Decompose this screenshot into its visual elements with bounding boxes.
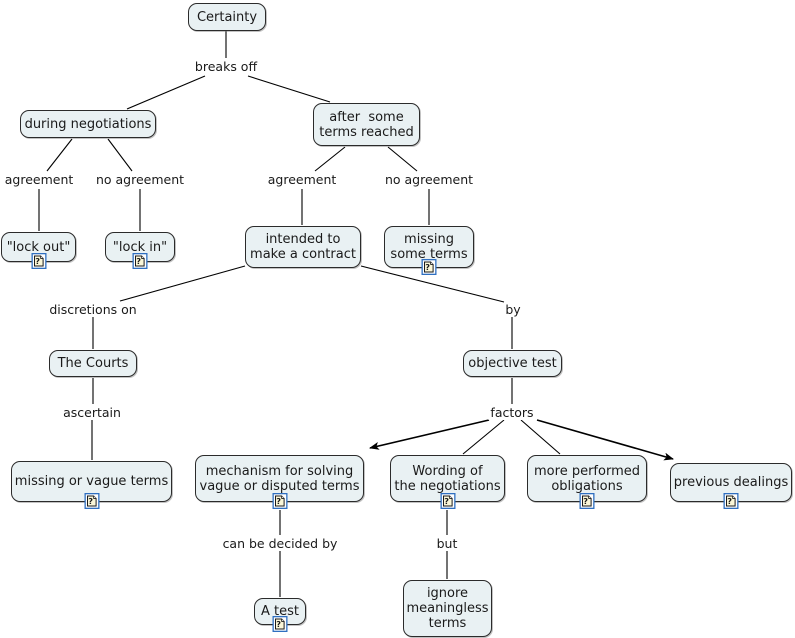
edge-breaks-off-to-after-some — [247, 75, 331, 103]
svg-text:?: ? — [444, 496, 449, 506]
edge-factors-to-mechanism — [369, 419, 490, 450]
svg-text:?: ? — [276, 496, 281, 506]
concept-node-obj-test[interactable]: objective test — [463, 350, 562, 377]
resource-question-icon[interactable]: ? — [272, 493, 287, 509]
resource-question-icon[interactable]: ? — [84, 493, 99, 509]
edge-after-some-to-agreement-2 — [314, 146, 346, 172]
resource-question-icon[interactable]: ? — [723, 493, 739, 509]
concept-node-label: mechanism for solving vague or disputed … — [199, 463, 360, 494]
link-label-factors[interactable]: factors — [488, 405, 536, 420]
concept-node-label: more performed obligations — [534, 463, 640, 494]
edge-during-neg-to-no-agree-1 — [107, 138, 133, 172]
resource-question-icon[interactable]: ? — [31, 253, 46, 269]
concept-node-label: missing or vague terms — [14, 474, 169, 489]
svg-text:?: ? — [425, 262, 430, 272]
link-label-but[interactable]: but — [434, 536, 460, 551]
link-label-breaks-off[interactable]: breaks off — [192, 59, 260, 74]
concept-node-label: missing some terms — [390, 232, 468, 262]
svg-text:?: ? — [35, 256, 40, 266]
concept-node-more-perf[interactable]: more performed obligations? — [527, 455, 647, 509]
concept-node-a-test[interactable]: A test? — [254, 598, 306, 632]
concept-node-label: Certainty — [196, 9, 258, 25]
concept-node-during-neg[interactable]: during negotiations — [20, 110, 156, 138]
concept-node-label: ignore meaningless terms — [406, 586, 489, 631]
concept-node-ignore[interactable]: ignore meaningless terms — [403, 580, 492, 637]
svg-text:?: ? — [276, 619, 281, 629]
resource-question-icon[interactable]: ? — [132, 253, 148, 269]
concept-node-label: previous dealings — [673, 475, 789, 490]
svg-text:?: ? — [136, 256, 141, 266]
concept-node-courts[interactable]: The Courts — [49, 350, 137, 377]
concept-node-lock-in[interactable]: "lock in"? — [105, 232, 175, 269]
link-label-can-be[interactable]: can be decided by — [220, 536, 340, 551]
concept-node-prev-deal[interactable]: previous dealings? — [670, 463, 792, 509]
resource-question-icon[interactable]: ? — [440, 493, 455, 509]
concept-node-missing-vag[interactable]: missing or vague terms? — [11, 461, 172, 509]
concept-node-mechanism[interactable]: mechanism for solving vague or disputed … — [195, 455, 364, 509]
link-label-no-agree-1[interactable]: no agreement — [93, 172, 187, 187]
resource-question-icon[interactable]: ? — [272, 616, 288, 632]
concept-node-label: after some terms reached — [319, 109, 414, 140]
concept-node-label: objective test — [468, 356, 557, 371]
link-label-discretions[interactable]: discretions on — [47, 302, 139, 317]
concept-node-label: The Courts — [57, 356, 129, 371]
resource-question-icon[interactable]: ? — [421, 259, 437, 275]
link-label-agreement-1[interactable]: agreement — [2, 172, 76, 187]
edge-during-neg-to-agreement-1 — [46, 138, 73, 172]
concept-node-label: A test — [261, 604, 299, 619]
edge-factors-to-prev-deal — [536, 419, 674, 461]
concept-node-label: "lock out" — [6, 239, 71, 255]
edge-factors-to-more-perf — [520, 419, 561, 455]
link-label-agreement-2[interactable]: agreement — [265, 172, 339, 187]
edge-after-some-to-no-agree-2 — [387, 146, 418, 172]
concept-node-intended[interactable]: intended to make a contract — [245, 226, 361, 268]
concept-node-after-some[interactable]: after some terms reached — [313, 103, 420, 146]
link-label-ascertain[interactable]: ascertain — [61, 405, 123, 420]
resource-question-icon[interactable]: ? — [579, 493, 595, 509]
concept-node-label: during negotiations — [24, 116, 152, 132]
concept-node-certainty[interactable]: Certainty — [188, 3, 266, 31]
link-label-by[interactable]: by — [503, 302, 523, 317]
edge-factors-to-wording — [462, 419, 505, 455]
svg-text:?: ? — [727, 496, 732, 506]
svg-text:?: ? — [583, 496, 588, 506]
edge-breaks-off-to-during-neg — [126, 75, 206, 110]
concept-node-missing[interactable]: missing some terms? — [384, 226, 474, 275]
concept-node-wording[interactable]: Wording of the negotiations? — [390, 455, 505, 509]
edge-intended-to-discretions — [119, 265, 246, 302]
concept-node-label: "lock in" — [112, 239, 168, 255]
link-label-no-agree-2[interactable]: no agreement — [382, 172, 476, 187]
concept-node-label: intended to make a contract — [250, 232, 356, 262]
concept-node-lock-out[interactable]: "lock out"? — [1, 232, 76, 269]
svg-text:?: ? — [88, 496, 93, 506]
concept-node-label: Wording of the negotiations — [394, 463, 501, 494]
